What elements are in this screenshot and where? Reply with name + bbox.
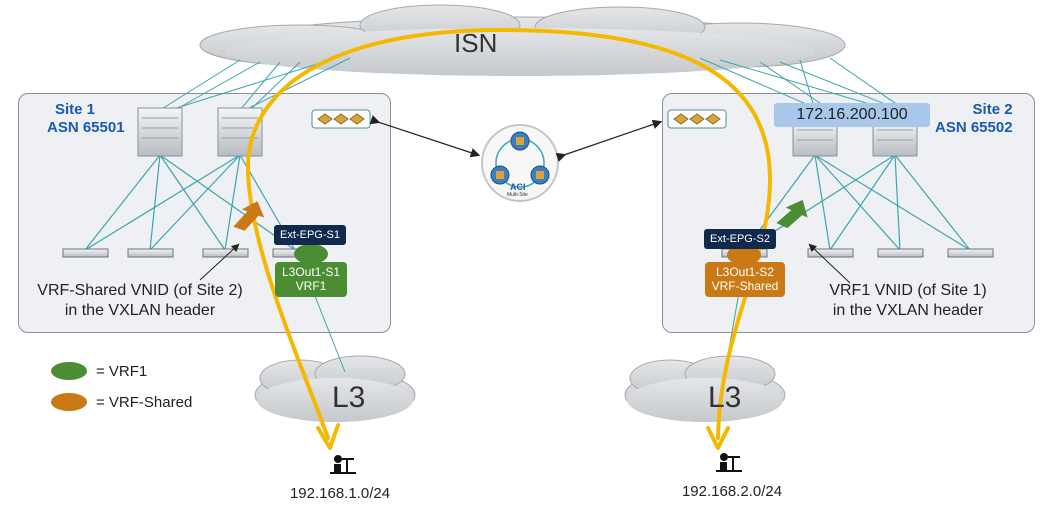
site1-asn: ASN 65501 bbox=[47, 119, 125, 136]
aci-sublabel: Multi-Site bbox=[507, 192, 528, 198]
site1-leaf-switch-icon bbox=[62, 248, 319, 258]
site1-apic-controller-icon bbox=[311, 109, 371, 129]
legend-vrf1-swatch bbox=[51, 362, 87, 380]
site1-isn-links bbox=[159, 57, 351, 111]
legend-vrf1-label: = VRF1 bbox=[96, 363, 148, 380]
site2-asn: ASN 65502 bbox=[935, 119, 1013, 136]
right-l3-label: L3 bbox=[708, 381, 742, 414]
site2-leaf-switch-icon bbox=[721, 248, 994, 258]
site2-vnid-annotation: VRF1 VNID (of Site 1) in the VXLAN heade… bbox=[808, 281, 1008, 321]
left-l3-label: L3 bbox=[332, 381, 366, 414]
left-subnet-label: 192.168.1.0/24 bbox=[289, 485, 391, 502]
aci-multisite-orchestrator-icon bbox=[481, 124, 559, 202]
site2-ext-epg-label: Ext-EPG-S2 bbox=[704, 229, 776, 249]
right-l3-cloud-icon bbox=[624, 355, 786, 422]
site2-ip-badge: 172.16.200.100 bbox=[774, 103, 930, 127]
site2-l3out-name: L3Out1-S2 bbox=[715, 265, 775, 279]
site2-name: Site 2 bbox=[972, 101, 1013, 118]
site1-name: Site 1 bbox=[55, 101, 96, 118]
site2-apic-controller-icon bbox=[667, 109, 727, 129]
path-arrowhead-right-icon bbox=[706, 426, 730, 450]
external-links bbox=[299, 257, 746, 373]
right-subnet-label: 192.168.2.0/24 bbox=[681, 483, 783, 500]
site1-vrf1-marker-icon bbox=[294, 244, 328, 264]
site1-vnid-line1: VRF-Shared VNID (of Site 2) bbox=[37, 282, 243, 299]
right-endpoint-user-icon bbox=[716, 453, 742, 472]
site2-l3out-vrf: VRF-Shared bbox=[711, 279, 779, 293]
legend-vrf-shared-swatch bbox=[51, 393, 87, 411]
site2-vnid-line2: in the VXLAN header bbox=[832, 302, 984, 319]
mso-arrow-icon bbox=[369, 115, 663, 162]
site1-ext-epg-label: Ext-EPG-S1 bbox=[274, 225, 346, 245]
vrf-shared-encap-arrow-icon bbox=[233, 201, 265, 231]
left-l3-cloud-icon bbox=[254, 355, 416, 422]
site1-spine-switch-icon bbox=[137, 107, 263, 157]
left-endpoint-user-icon bbox=[330, 455, 356, 474]
site2-l3out-box: L3Out1-S2 VRF-Shared bbox=[705, 262, 785, 297]
site2-vnid-line1: VRF1 VNID (of Site 1) bbox=[829, 282, 987, 299]
site1-title: Site 1 ASN 65501 bbox=[47, 101, 125, 137]
vnid-pointers bbox=[199, 243, 851, 284]
site2-vrf-shared-marker-icon bbox=[727, 245, 761, 265]
site1-l3out-name: L3Out1-S1 bbox=[281, 265, 341, 279]
legend-vrf-shared-label: = VRF-Shared bbox=[96, 394, 193, 411]
site1-l3out-vrf: VRF1 bbox=[295, 279, 327, 293]
isn-cloud-icon bbox=[199, 4, 846, 76]
site2-title: Site 2 ASN 65502 bbox=[935, 101, 1013, 137]
site1-vnid-line2: in the VXLAN header bbox=[64, 302, 216, 319]
path-arrowhead-left-icon bbox=[316, 423, 340, 450]
isn-label: ISN bbox=[454, 28, 498, 58]
aci-label: ACI bbox=[510, 182, 526, 192]
vrf1-encap-arrow-icon bbox=[776, 199, 808, 229]
site1-fabric-links bbox=[84, 154, 296, 251]
site2-isn-links bbox=[699, 57, 906, 111]
site1-l3out-box: L3Out1-S1 VRF1 bbox=[275, 262, 347, 297]
site2-fabric-links bbox=[744, 154, 971, 251]
site1-vnid-annotation: VRF-Shared VNID (of Site 2) in the VXLAN… bbox=[30, 281, 250, 321]
